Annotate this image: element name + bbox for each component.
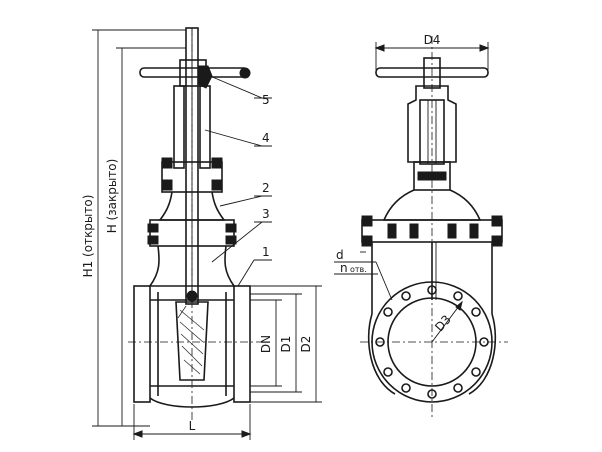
side-flange-bore <box>387 297 477 387</box>
label-n-sub: отв. <box>350 265 367 274</box>
left-flange <box>133 285 151 403</box>
label-h1: H1 (открыто) <box>81 195 95 278</box>
side-yoke <box>407 85 457 163</box>
front-view <box>92 27 322 440</box>
callout-4: 4 <box>262 131 270 145</box>
label-d3: D3 <box>432 312 454 334</box>
label-d4: D4 <box>424 33 441 47</box>
label-d1: D1 <box>279 336 293 353</box>
valve-body <box>148 245 236 287</box>
gate-wedge <box>175 301 209 381</box>
label-h: H (закрыто) <box>105 159 119 234</box>
side-handwheel <box>375 67 489 78</box>
label-l: L <box>189 419 196 433</box>
label-n: n <box>340 261 348 275</box>
callout-1: 1 <box>262 245 270 259</box>
callout-2: 2 <box>262 181 270 195</box>
label-d2: D2 <box>299 336 313 353</box>
label-d: d <box>336 248 344 262</box>
right-flange <box>233 285 251 403</box>
handwheel <box>139 67 249 78</box>
label-dn: DN <box>259 335 273 353</box>
callout-5: 5 <box>262 93 270 107</box>
callout-3: 3 <box>262 207 270 221</box>
side-flange-outer <box>371 281 493 403</box>
side-view <box>334 36 508 418</box>
